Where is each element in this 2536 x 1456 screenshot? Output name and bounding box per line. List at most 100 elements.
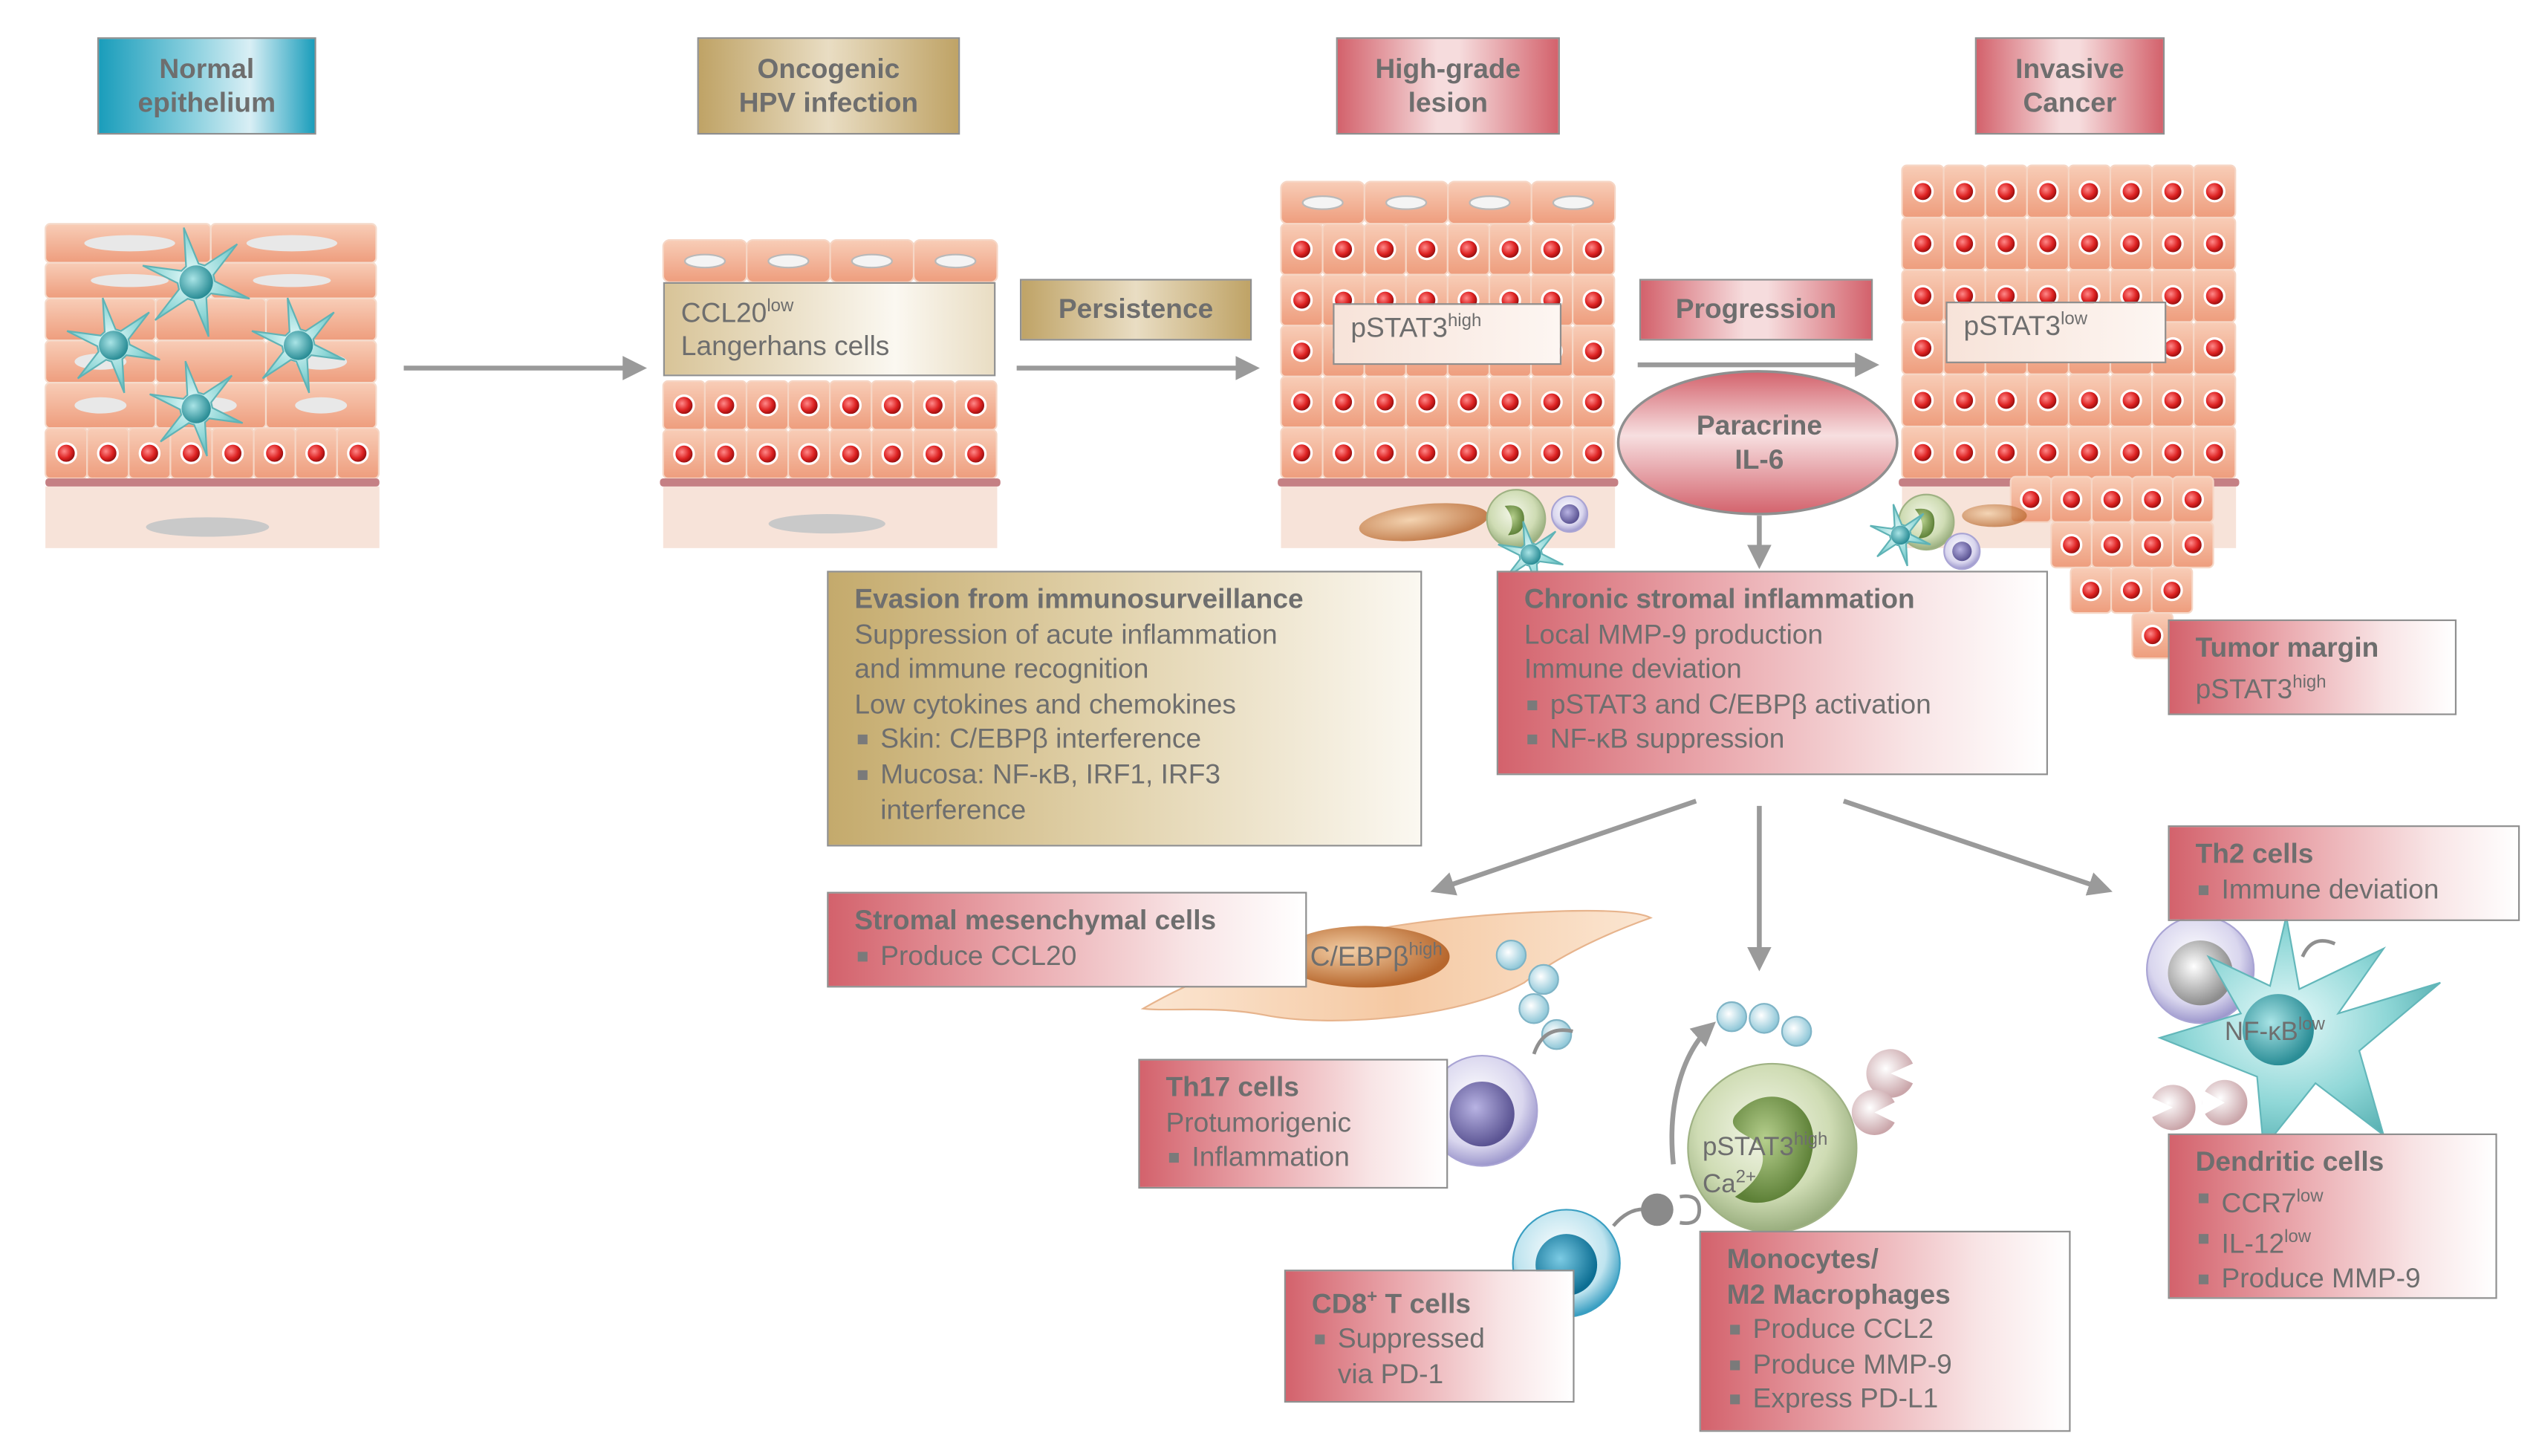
evasion-line2: and immune recognition <box>854 654 1149 685</box>
evasion-bullet2b: interference <box>880 793 1027 825</box>
cd8-box: CD8+ T cells Suppressed via PD-1 <box>1284 1270 1575 1403</box>
cell-nucleus <box>964 443 987 465</box>
stage-high-grade-line2: lesion <box>1408 87 1488 119</box>
cell-nucleus <box>305 442 328 464</box>
chemokine-bead <box>1781 1015 1812 1047</box>
cell-nucleus <box>2120 233 2142 255</box>
arrows <box>403 352 2113 1165</box>
th2-bullet1: Immune deviation <box>2196 871 2492 906</box>
cd8-title-rest: T cells <box>1377 1288 1472 1320</box>
cell-nucleus <box>2142 533 2164 556</box>
cell-nucleus <box>839 443 862 465</box>
cell-nucleus <box>2037 233 2059 255</box>
ccl2-beads <box>1716 1001 1812 1047</box>
evasion-title: Evasion from immunosurveillance <box>854 583 1304 615</box>
dendritic-b2: IL-12 <box>2221 1228 2285 1259</box>
dendritic-b2-sup: low <box>2284 1227 2312 1247</box>
cell-nucleus <box>1911 181 1934 203</box>
dendritic-cell <box>2148 916 2441 1151</box>
langerhans-text: Langerhans cells <box>680 330 890 362</box>
cell-nucleus <box>2080 579 2102 602</box>
pd-l1-receptors <box>1851 1049 1920 1136</box>
monocytes-bullet1: Produce CCL2 <box>1727 1312 2044 1347</box>
chemokine-bead <box>1716 1001 1748 1033</box>
macrophage-ca-text: Ca <box>1703 1171 1736 1200</box>
cell-nucleus <box>1499 441 1521 464</box>
cell-nucleus <box>1995 389 2018 412</box>
cell-nucleus <box>2162 389 2184 412</box>
stage-normal-epithelium: Normal epithelium <box>97 37 316 135</box>
paracrine-il6-label: Paracrine IL-6 <box>1622 409 1897 477</box>
cell-nucleus <box>756 394 778 417</box>
cell-nucleus <box>2203 181 2225 203</box>
th2-title: Th2 cells <box>2195 838 2314 870</box>
stage-hpv-infection: Oncogenic HPV infection <box>697 37 960 135</box>
chronic-bullet1: pSTAT3 and C/EBPβ activation <box>1524 687 2020 722</box>
macrophage-cell-label: pSTAT3high Ca2+ <box>1703 1125 1827 1201</box>
squamous-nucleus <box>1469 195 1511 210</box>
cell-nucleus <box>97 442 120 464</box>
chronic-title: Chronic stromal inflammation <box>1524 583 1915 615</box>
cell-nucleus <box>1373 441 1397 464</box>
th17-title: Th17 cells <box>1165 1071 1299 1103</box>
stage-invasive-cancer: Invasive Cancer <box>1974 37 2165 135</box>
cell-nucleus <box>1582 441 1604 464</box>
cd8-bullet1a: Suppressed <box>1312 1322 1547 1357</box>
cell-nucleus <box>1953 233 1976 255</box>
dendritic-b1: CCR7 <box>2221 1187 2297 1218</box>
cell-nucleus <box>1995 181 2018 203</box>
cell-nucleus <box>2162 233 2184 255</box>
cd8-title-main: CD8 <box>1311 1288 1368 1320</box>
evasion-line1: Suppression of acute inflammation <box>854 618 1278 650</box>
cell-nucleus <box>2120 441 2142 464</box>
chemokine-bead <box>1541 1018 1573 1050</box>
cell-nucleus <box>1499 238 1521 261</box>
cell-nucleus <box>2203 441 2225 464</box>
evasion-line3: Low cytokines and chemokines <box>854 689 1236 720</box>
progression-label: Progression <box>1639 279 1873 341</box>
monocytes-title2: M2 Macrophages <box>1726 1278 1951 1310</box>
cell-nucleus <box>1290 391 1313 413</box>
dendritic-b3: Produce MMP-9 <box>2196 1261 2470 1296</box>
cell-nucleus <box>881 443 904 465</box>
cell-nucleus <box>1290 339 1313 363</box>
cell-nucleus <box>347 442 369 464</box>
cell-nucleus <box>2142 624 2164 647</box>
pstat3-low-label: pSTAT3low <box>1945 302 2167 363</box>
cell-nucleus <box>1457 441 1480 464</box>
pstat3-low-sup: low <box>2061 309 2088 330</box>
stage-hpv-line1: Oncogenic <box>757 53 900 85</box>
cell-nucleus <box>839 394 862 417</box>
cell-nucleus <box>1332 391 1355 413</box>
cell-nucleus <box>1373 391 1397 413</box>
cell-nucleus <box>2037 389 2059 412</box>
cell-nucleus <box>2101 488 2123 511</box>
stage-normal-line1: Normal <box>159 53 255 85</box>
fibroblast-cell <box>1140 909 1653 1021</box>
cd8-bullet1b: via PD-1 <box>1337 1358 1444 1390</box>
chronic-bullet2: NF-κB suppression <box>1524 722 2020 757</box>
cell-nucleus <box>180 442 203 464</box>
cell-nucleus <box>798 443 820 465</box>
cebp-label: C/EBPβhigh <box>1310 940 1443 974</box>
cell-nucleus <box>1290 289 1313 311</box>
cell-nucleus <box>1911 337 1934 360</box>
cell-nucleus <box>1911 389 1934 412</box>
chemokine-bead <box>1495 939 1527 971</box>
chemokine-bead <box>1518 993 1550 1024</box>
cell-nucleus <box>138 442 161 464</box>
cell-nucleus <box>1911 441 1934 464</box>
cell-nucleus <box>673 443 695 465</box>
cell-nucleus <box>923 443 946 465</box>
squamous-nucleus <box>851 253 893 269</box>
th17-box: Th17 cells Protumorigenic Inflammation <box>1138 1059 1449 1189</box>
cell-nucleus <box>673 394 695 417</box>
nfkb-sup: low <box>2298 1015 2325 1035</box>
dendritic-b1-sup: low <box>2296 1186 2324 1206</box>
cell-nucleus <box>2182 488 2205 511</box>
cell-nucleus <box>2078 181 2101 203</box>
cell-nucleus <box>2203 337 2225 360</box>
th2-box: Th2 cells Immune deviation <box>2168 825 2520 921</box>
cell-nucleus <box>2120 181 2142 203</box>
